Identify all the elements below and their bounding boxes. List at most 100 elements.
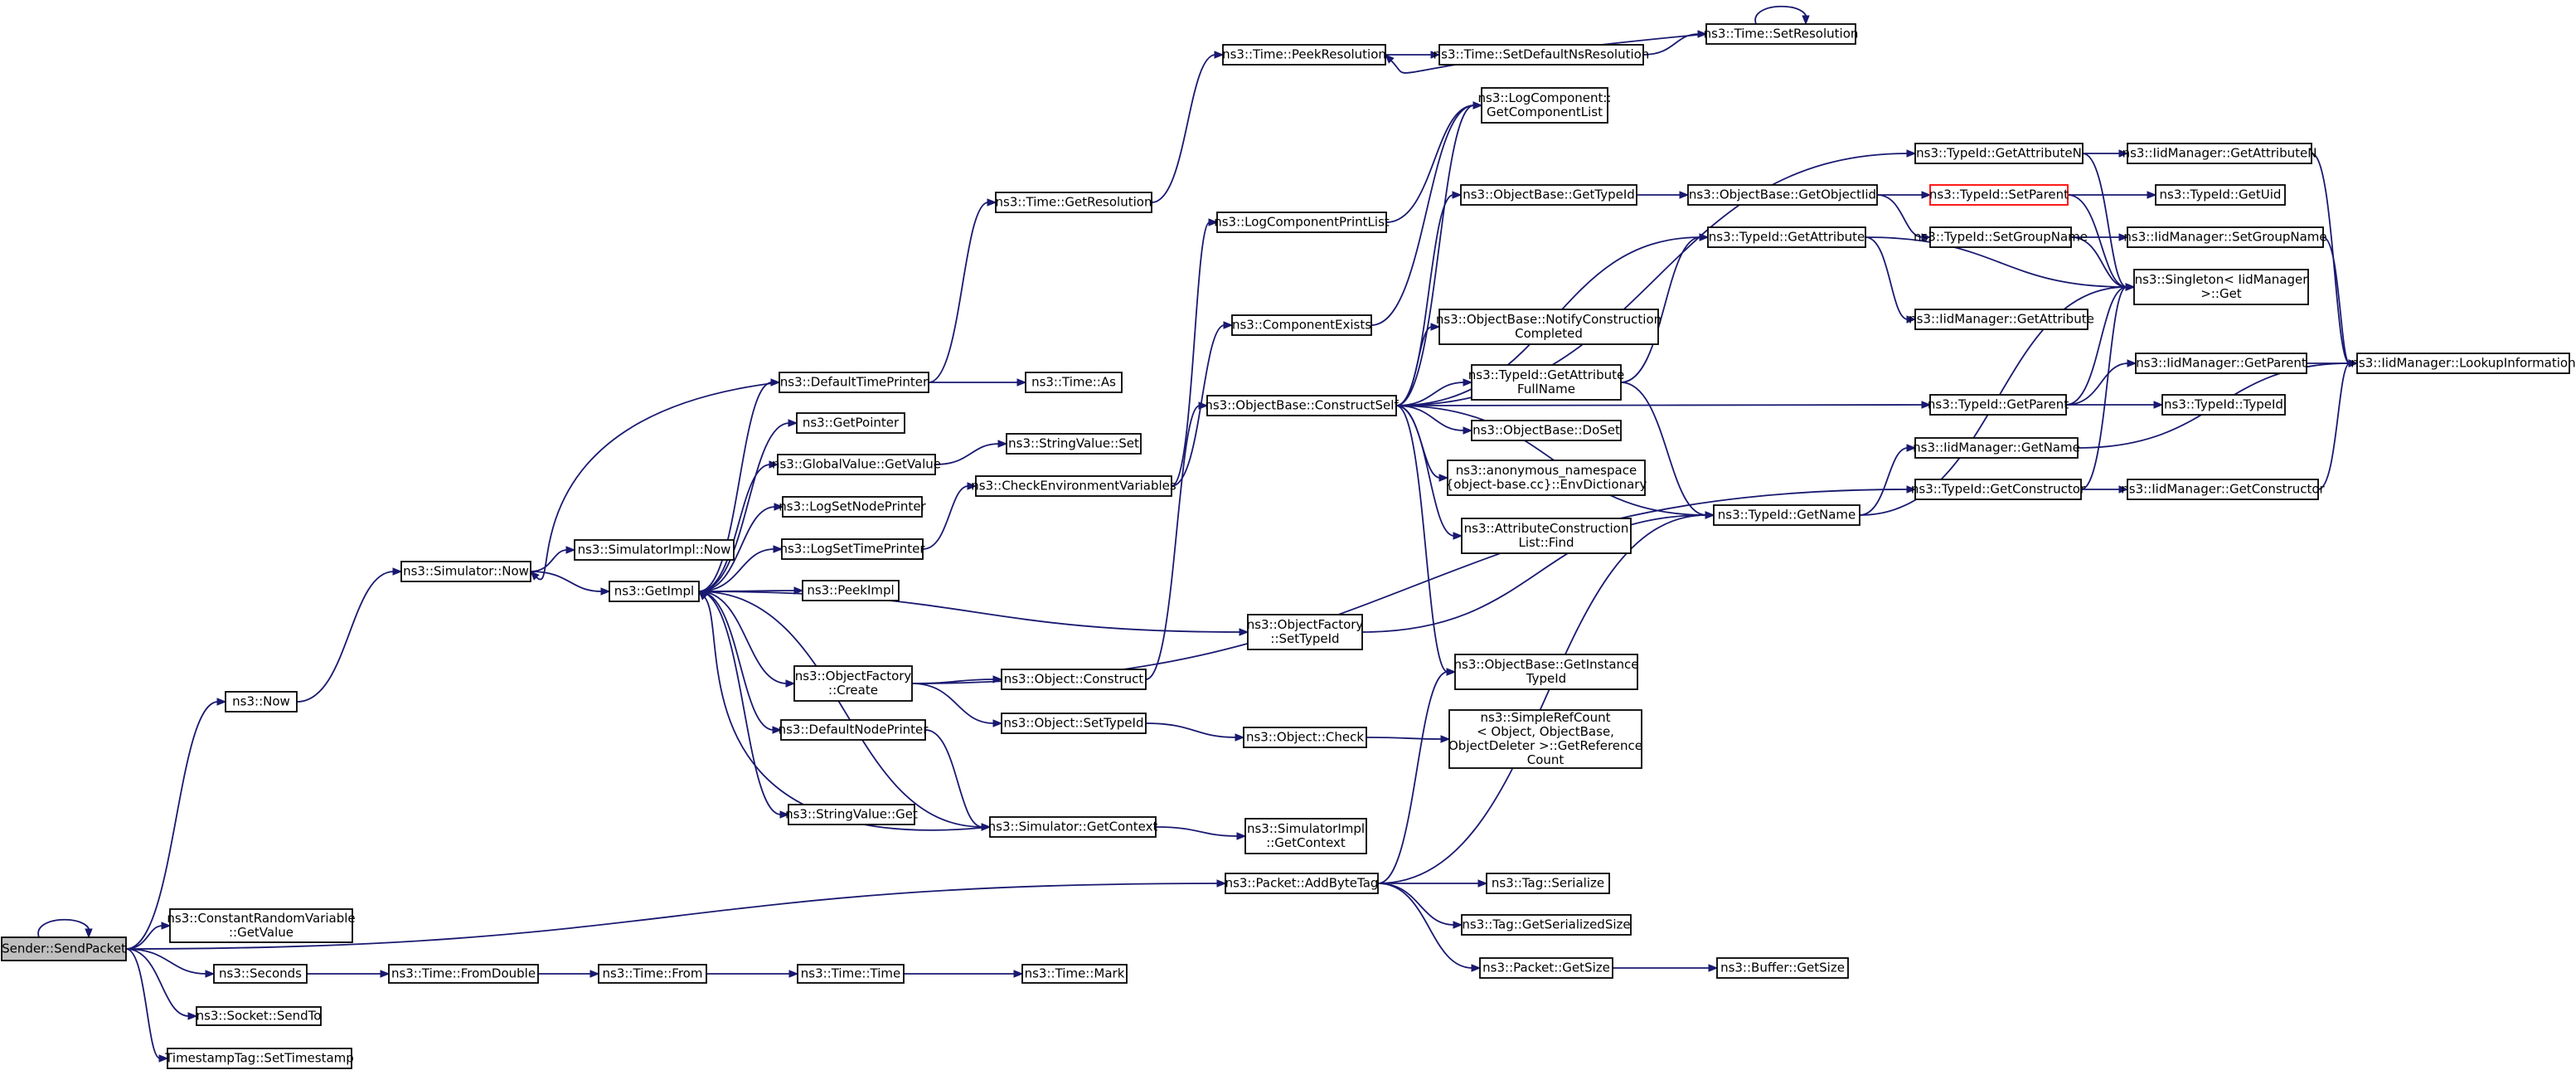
node-constantrv-getvalue[interactable]: ns3::ConstantRandomVariable::GetValue (167, 908, 356, 943)
node-time-getresolution[interactable]: ns3::Time::GetResolution (995, 192, 1152, 213)
node-timestamptag-settimestamp[interactable]: TimestampTag::SetTimestamp (164, 1048, 354, 1069)
edge-arrowhead (1385, 54, 1395, 64)
node-packet-getsize[interactable]: ns3::Packet::GetSize (1479, 957, 1613, 979)
node-time-mark[interactable]: ns3::Time::Mark (1021, 964, 1128, 984)
node-objectbase-gettypeid[interactable]: ns3::ObjectBase::GetTypeId (1460, 184, 1637, 206)
edge-line (1366, 737, 1443, 740)
node-simulator-getcontext[interactable]: ns3::Simulator::GetContext (988, 816, 1158, 838)
node-time-setdefaultnsresolution[interactable]: ns3::Time::SetDefaultNsResolution (1434, 44, 1650, 66)
edge-arrowhead (788, 419, 798, 427)
node-tag-serialize[interactable]: ns3::Tag::Serialize (1486, 873, 1610, 894)
node-globalvalue-getvalue[interactable]: ns3::GlobalValue::GetValue (772, 454, 941, 475)
node-seconds[interactable]: ns3::Seconds (213, 964, 308, 984)
node-typeid-getuid[interactable]: ns3::TypeId::GetUid (2155, 184, 2286, 206)
edge-arrowhead (1921, 233, 1932, 241)
node-checkenvvars[interactable]: ns3::CheckEnvironmentVariables (971, 475, 1176, 497)
node-defaulttimeprinter[interactable]: ns3::DefaultTimePrinter (779, 372, 929, 393)
edge-time-getresolution-to-time-peekresolution (1151, 51, 1225, 203)
edge-arrowhead (1921, 401, 1932, 409)
node-stringvalue-get[interactable]: ns3::StringValue::Get (785, 804, 918, 825)
node-singleton-get[interactable]: ns3::Singleton< IidManager>::Get (2133, 269, 2309, 305)
node-objectbase-constructself[interactable]: ns3::ObjectBase::ConstructSelf (1205, 395, 1399, 416)
node-typeid-getname[interactable]: ns3::TypeId::GetName (1713, 504, 1860, 526)
node-simplerefcount-getreferencecount[interactable]: ns3::SimpleRefCount< Object, ObjectBase,… (1448, 709, 1642, 769)
node-buffer-getsize[interactable]: ns3::Buffer::GetSize (1716, 957, 1849, 979)
node-packet-addbytetag[interactable]: ns3::Packet::AddByteTag (1225, 873, 1379, 894)
edge-arrowhead (774, 503, 784, 511)
node-label: ns3::AttributeConstruction (1464, 521, 1629, 536)
node-iidmanager-getparent[interactable]: ns3::IidManager::GetParent (2135, 353, 2307, 374)
node-logcomponentprintlist[interactable]: ns3::LogComponentPrintList (1214, 212, 1390, 233)
node-time-as[interactable]: ns3::Time::As (1025, 372, 1123, 393)
node-time-fromdouble[interactable]: ns3::Time::FromDouble (388, 964, 539, 984)
node-box (1025, 372, 1123, 393)
node-box (1713, 504, 1860, 526)
node-logsetnodeprinter[interactable]: ns3::LogSetNodePrinter (779, 496, 927, 518)
node-box (1929, 394, 2067, 416)
node-objectbase-doset[interactable]: ns3::ObjectBase::DoSet (1471, 420, 1622, 441)
node-componentexists[interactable]: ns3::ComponentExists (1231, 314, 1372, 336)
node-typeid-getattribute[interactable]: ns3::TypeId::GetAttribute (1707, 226, 1866, 248)
node-iidmanager-getconstructor[interactable]: ns3::IidManager::GetConstructor (2121, 479, 2326, 500)
node-objectbase-notifyconstructioncompleted[interactable]: ns3::ObjectBase::NotifyConstructionCompl… (1436, 309, 1662, 345)
node-getimpl[interactable]: ns3::GetImpl (609, 581, 700, 602)
node-typeid-typeid[interactable]: ns3::TypeId::TypeId (2161, 394, 2286, 416)
edge-line (1155, 826, 1239, 837)
node-object-construct[interactable]: ns3::Object::Construct (1001, 669, 1147, 690)
edge-typeid-getattributen-to-iidmanager-getattributen (2082, 149, 2129, 158)
node-box (1225, 873, 1379, 894)
node-label: ns3::Time::PeekResolution (1222, 47, 1386, 62)
node-label: ns3::Buffer::GetSize (1720, 961, 1845, 975)
node-time-time[interactable]: ns3::Time::Time (797, 964, 905, 984)
node-label: ns3::ObjectBase::GetTypeId (1463, 187, 1635, 202)
node-object-settypeid[interactable]: ns3::Object::SetTypeId (1001, 713, 1147, 734)
node-anon-envdictionary[interactable]: ns3::anonymous_namespace{object-base.cc}… (1446, 460, 1647, 496)
node-stringvalue-set[interactable]: ns3::StringValue::Set (1006, 433, 1142, 455)
node-objectbase-getobjectiid[interactable]: ns3::ObjectBase::GetObjectIid (1687, 184, 1878, 206)
node-peekimpl[interactable]: ns3::PeekImpl (802, 580, 900, 601)
node-now[interactable]: ns3::Now (225, 691, 298, 713)
node-simulator-now[interactable]: ns3::Simulator::Now (400, 561, 531, 582)
node-iidmanager-setgroupname[interactable]: ns3::IidManager::SetGroupName (2123, 226, 2327, 248)
node-objectfactory-create[interactable]: ns3::ObjectFactory::Create (793, 665, 913, 702)
node-logsettimeprinter[interactable]: ns3::LogSetTimePrinter (779, 538, 925, 560)
node-simulatorimpl-now[interactable]: ns3::SimulatorImpl::Now (574, 539, 735, 561)
node-iidmanager-getname[interactable]: ns3::IidManager::GetName (1913, 437, 2080, 459)
node-typeid-getparent[interactable]: ns3::TypeId::GetParent (1928, 394, 2069, 416)
node-iidmanager-getattributen[interactable]: ns3::IidManager::GetAttributeN (2122, 143, 2317, 164)
node-getpointer[interactable]: ns3::GetPointer (796, 412, 905, 434)
edge-arrowhead (1452, 191, 1463, 199)
node-socket-sendto[interactable]: ns3::Socket::SendTo (196, 1006, 322, 1026)
node-objectfactory-settypeid[interactable]: ns3::ObjectFactory::SetTypeId (1247, 614, 1364, 650)
node-box (793, 665, 913, 702)
edge-arrowhead (1216, 879, 1227, 888)
node-typeid-getconstructor[interactable]: ns3::TypeId::GetConstructor (1911, 479, 2086, 500)
node-time-setresolution[interactable]: ns3::Time::SetResolution (1704, 23, 1859, 45)
node-label: ns3::Time::GetResolution (996, 195, 1152, 210)
node-logcomponent-getcomponentlist[interactable]: ns3::LogComponent::GetComponentList (1478, 87, 1612, 124)
node-iidmanager-lookupinformation[interactable]: ns3::IidManager::LookupInformation (2350, 353, 2576, 374)
node-iidmanager-getattribute[interactable]: ns3::IidManager::GetAttribute (1909, 309, 2094, 330)
node-simulatorimpl-getcontext[interactable]: ns3::SimulatorImpl::GetContext (1244, 818, 1367, 854)
node-box (1244, 818, 1367, 854)
node-typeid-setparent[interactable]: ns3::TypeId::SetParent (1929, 184, 2069, 206)
edge-arrowhead (161, 922, 172, 930)
node-time-from[interactable]: ns3::Time::From (598, 964, 707, 984)
edge-arrowhead (380, 970, 391, 978)
node-time-peekresolution[interactable]: ns3::Time::PeekResolution (1222, 44, 1386, 66)
node-object-check[interactable]: ns3::Object::Check (1243, 727, 1367, 748)
edge-arrowhead (1239, 628, 1249, 636)
edge-arrowhead (997, 440, 1008, 448)
node-typeid-getattributen[interactable]: ns3::TypeId::GetAttributeN (1914, 143, 2084, 164)
node-tag-getserializedsize[interactable]: ns3::Tag::GetSerializedSize (1461, 914, 1632, 936)
edge-arrowhead (205, 970, 216, 978)
node-typeid-setgroupname[interactable]: ns3::TypeId::SetGroupName (1914, 226, 2088, 248)
node-sender-sendpacket[interactable]: Sender::SendPacket (1, 936, 127, 961)
node-box (1471, 364, 1622, 401)
node-defaultnodeprinter[interactable]: ns3::DefaultNodePrinter (779, 719, 929, 741)
edge-arrowhead (565, 546, 576, 554)
